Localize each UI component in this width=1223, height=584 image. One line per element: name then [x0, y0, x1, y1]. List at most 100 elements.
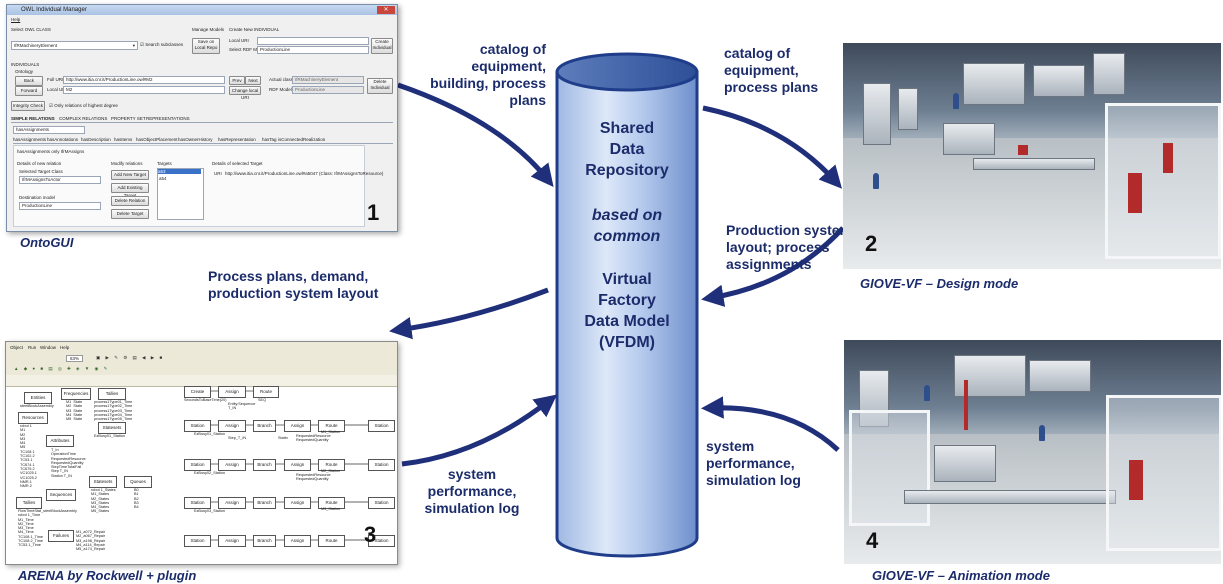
- subtab-8[interactable]: isConnectedRealization: [278, 137, 326, 142]
- sequences-block[interactable]: Sequences: [46, 489, 76, 501]
- station-block[interactable]: Station: [184, 459, 211, 471]
- zoom-select[interactable]: 63%: [66, 355, 84, 362]
- statesets-title[interactable]: Statesets: [98, 422, 126, 434]
- station-block[interactable]: Station: [368, 420, 395, 432]
- tab-property-set[interactable]: PROPERTY SET: [111, 116, 146, 121]
- station-block[interactable]: Station: [184, 497, 211, 509]
- create-individual-button[interactable]: Create Individual: [371, 38, 393, 54]
- route-block[interactable]: Route: [253, 386, 279, 398]
- local-uri-input[interactable]: [257, 37, 369, 45]
- close-icon[interactable]: ✕: [377, 6, 395, 14]
- repository-model-4: (VFDM): [599, 334, 655, 351]
- subtab-2[interactable]: hasDescription: [81, 137, 111, 142]
- rdf-select[interactable]: ProductionLine: [257, 46, 369, 54]
- assign-block[interactable]: Assign: [284, 420, 311, 432]
- local-uri-label: Local URI: [229, 38, 249, 43]
- failures-block[interactable]: Failures: [48, 530, 74, 542]
- statesets-block[interactable]: Statesets: [89, 476, 117, 488]
- subtab-0[interactable]: hasAssignments: [13, 137, 47, 142]
- flow-bl-2: performance,: [427, 483, 517, 499]
- destination-select[interactable]: ProductionLine: [19, 202, 101, 210]
- add-existing-target-button[interactable]: Add Existing Target: [111, 183, 149, 198]
- beam: [964, 380, 968, 430]
- toolbar-icons[interactable]: ▲ ◆ ● ■ ▤ ◎ ✚ ◈ ▼ ◉ ✎: [14, 366, 110, 371]
- caption-arena: ARENA by Rockwell + plugin: [18, 568, 197, 583]
- branch-block[interactable]: Branch: [253, 459, 276, 471]
- assign-block[interactable]: Assign: [284, 497, 311, 509]
- search-subclasses-checkbox[interactable]: ☑ Search subclasses: [140, 42, 184, 47]
- target-item-1[interactable]: a54: [159, 176, 167, 181]
- targets-list[interactable]: a53 a54: [157, 168, 204, 220]
- change-uri-button[interactable]: Change local URI: [229, 86, 261, 100]
- branch-block[interactable]: Branch: [253, 497, 276, 509]
- menu-help[interactable]: Help: [11, 17, 21, 22]
- delete-target-button[interactable]: Delete Target: [111, 209, 149, 219]
- frequencies-block[interactable]: Frequencies: [61, 388, 91, 400]
- subtab-6[interactable]: hasRepresentation: [218, 137, 256, 142]
- local-uri-value-field[interactable]: M2: [63, 86, 225, 94]
- menu-help[interactable]: Help: [60, 345, 70, 350]
- assign-block[interactable]: Assign: [218, 459, 246, 471]
- menu-window[interactable]: Window: [40, 345, 57, 350]
- station-block[interactable]: Station: [184, 420, 211, 432]
- caption-animation-mode: GIOVE-VF – Animation mode: [872, 568, 1050, 583]
- station-block[interactable]: Station: [184, 535, 211, 547]
- route-block[interactable]: Route: [318, 420, 345, 432]
- delete-individual-button[interactable]: Delete Individual: [367, 78, 393, 94]
- tallies2-block[interactable]: Tallies: [16, 497, 42, 509]
- actual-class-label: Actual class: [269, 77, 294, 82]
- only-relations-checkbox[interactable]: ☑ Only relations of highest degree: [49, 103, 118, 108]
- flow-label-mid-right: Production system layout; process assign…: [726, 222, 852, 273]
- delete-relation-button[interactable]: Delete Relation: [111, 196, 149, 206]
- repository-subtitle-2: common: [593, 228, 661, 245]
- next-button[interactable]: Next: [245, 76, 261, 85]
- toolbar-icons[interactable]: ▣ ▶ ✎ ⚙ ▤ ◀ ▶ ■: [96, 355, 165, 360]
- subtab-5[interactable]: hasOwnerHistory: [178, 137, 213, 142]
- full-uri-input[interactable]: http://www.itia.cnr.it/ProductionLine.ow…: [63, 76, 225, 84]
- assign-block[interactable]: Assign: [218, 386, 246, 398]
- subtab-7[interactable]: hasTag: [262, 137, 277, 142]
- menu-run[interactable]: Run: [28, 345, 37, 350]
- giove-animation-view[interactable]: 4: [844, 340, 1221, 564]
- assign-block[interactable]: Assign: [218, 420, 246, 432]
- branch-block[interactable]: Branch: [253, 535, 276, 547]
- tab-simple-relations[interactable]: SIMPLE RELATIONS: [11, 116, 55, 121]
- save-local-button[interactable]: Save on Local Repo: [192, 38, 220, 54]
- create-block[interactable]: Create: [184, 386, 211, 398]
- assign-block[interactable]: Assign: [218, 535, 246, 547]
- forward-button[interactable]: Forward: [15, 86, 43, 96]
- target-item-0[interactable]: a53: [158, 169, 201, 174]
- station-block[interactable]: Station: [368, 497, 395, 509]
- tab-complex-relations[interactable]: COMPLEX RELATIONS: [59, 116, 108, 121]
- station-block[interactable]: Station: [368, 535, 395, 547]
- station-block[interactable]: Station: [368, 459, 395, 471]
- tab-representations[interactable]: REPRESENTATIONS: [146, 116, 190, 121]
- route-block[interactable]: Route: [318, 535, 345, 547]
- target-class-select[interactable]: IfrMAssignsToActor: [19, 176, 101, 184]
- tallies-block[interactable]: Tallies: [98, 388, 126, 400]
- relation-select[interactable]: hasAssignments: [13, 126, 85, 134]
- attributes-block[interactable]: Attributes: [46, 435, 74, 447]
- branch-block[interactable]: Branch: [253, 420, 276, 432]
- route-block[interactable]: Route: [318, 497, 345, 509]
- queues-block[interactable]: Queues: [124, 476, 152, 488]
- subtab-1[interactable]: hasAnnotations: [47, 137, 79, 142]
- back-button[interactable]: Back: [15, 76, 43, 86]
- prev-button[interactable]: Prev: [229, 76, 245, 85]
- integrity-check-button[interactable]: Integrity Check: [11, 101, 45, 111]
- giove-design-view[interactable]: 2: [843, 43, 1221, 269]
- subtab-3[interactable]: hasItems: [114, 137, 133, 142]
- assign-block[interactable]: Assign: [284, 535, 311, 547]
- resources-block[interactable]: Resources: [18, 412, 48, 424]
- relation-value: hasAssignments: [16, 127, 50, 132]
- menu-object[interactable]: Object: [10, 345, 24, 350]
- m1-text: M1_Station: [321, 430, 341, 434]
- subtab-4[interactable]: hasObjectPlacement: [136, 137, 178, 142]
- add-new-target-button[interactable]: Add New Target: [111, 170, 149, 180]
- route-block[interactable]: Route: [318, 459, 345, 471]
- class-select[interactable]: IfRMachineryElement ▾: [11, 41, 138, 50]
- assign-block[interactable]: Assign: [284, 459, 311, 471]
- entities-block[interactable]: Entities: [24, 392, 52, 404]
- arena-window: Object Run Window Help 63% ▣ ▶ ✎ ⚙ ▤ ◀ ▶…: [5, 341, 398, 565]
- assign-block[interactable]: Assign: [218, 497, 246, 509]
